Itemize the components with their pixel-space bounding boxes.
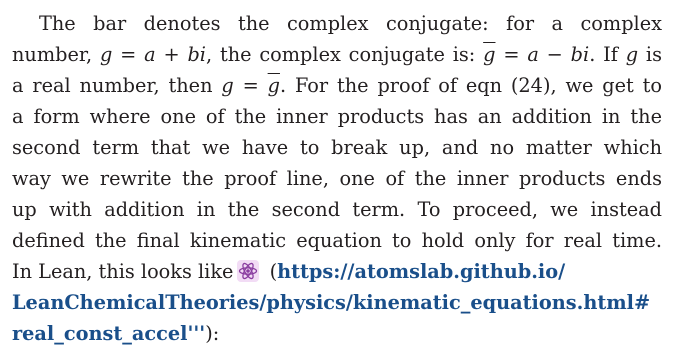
g-bar: g	[267, 74, 280, 97]
text-line-9: In Lean, this looks like (https://atomsl…	[12, 260, 566, 283]
link-kinematic-equations[interactable]: real_const_accel'''	[12, 322, 206, 345]
text-line-2: number, g = a + bi, the complex conjugat…	[12, 43, 662, 66]
text-line-5: second term that we have to break up, an…	[12, 136, 662, 159]
text-line-6: way we rewrite the proof line, one of th…	[12, 167, 662, 190]
text-line-3: a real number, then g = g. For the proof…	[12, 74, 662, 97]
atom-icon[interactable]	[237, 260, 260, 282]
link-kinematic-equations[interactable]: LeanChemicalTheories/physics/kinematic_e…	[12, 291, 651, 314]
paragraph: The bar denotes the complex conjugate: f…	[12, 8, 662, 349]
link-kinematic-equations[interactable]: https://atomslab.github.io/	[277, 260, 566, 283]
text-line-4: a form where one of the inner products h…	[12, 105, 662, 128]
text-line-1: The bar denotes the complex conjugate: f…	[39, 12, 662, 35]
text-line-10: LeanChemicalTheories/physics/kinematic_e…	[12, 287, 662, 318]
text-line-8: defined the final kinematic equation to …	[12, 229, 662, 252]
text-line-11: real_const_accel'''):	[12, 322, 220, 345]
g-bar: g	[483, 43, 496, 66]
text-line-7: up with addition in the second term. To …	[12, 198, 662, 221]
